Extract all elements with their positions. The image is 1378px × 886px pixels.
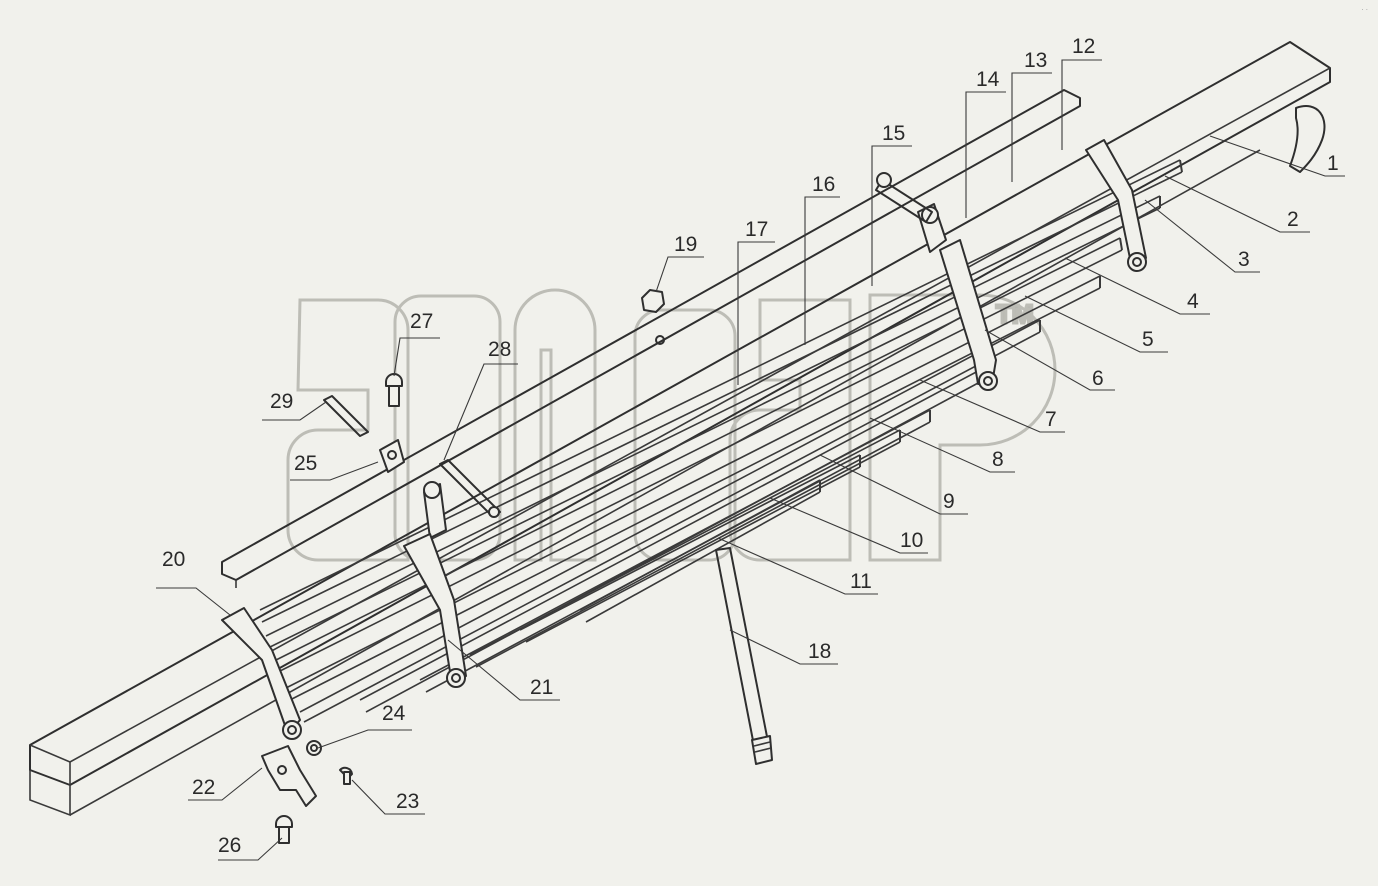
callout-22: 22 [192,776,215,799]
callout-2: 2 [1287,208,1299,231]
corner-mark: · · [1361,6,1368,14]
nut [641,289,665,345]
spring-eye-hook [1289,105,1326,173]
watermark-tm: TM [996,299,1034,329]
callout-3: 3 [1238,248,1250,271]
callout-5: 5 [1142,328,1154,351]
clip-22 [261,745,317,807]
clamp-bolt-right [875,172,933,223]
pin-28 [439,459,501,518]
rivet-26 [275,815,293,844]
callout-1: 1 [1327,152,1339,175]
helper-leaf [221,89,1081,581]
leader-lines [156,59,1345,861]
callout-24: 24 [382,702,406,725]
callout-15: 15 [882,122,905,145]
callout-21: 21 [530,676,553,699]
pin-29 [323,395,369,437]
callout-16: 16 [812,173,835,196]
callout-17: 17 [745,218,768,241]
callout-labels: 1 2 3 4 5 6 7 8 9 10 11 12 13 14 15 16 1… [162,35,1339,857]
callout-10: 10 [900,529,923,552]
bracket-25 [379,439,405,473]
callout-29: 29 [270,390,293,413]
clamp-mid-left [403,481,467,688]
bolt-23 [339,766,353,785]
callout-28: 28 [488,338,511,361]
callout-4: 4 [1187,290,1199,313]
callout-12: 12 [1072,35,1095,58]
callout-13: 13 [1024,49,1047,72]
callout-7: 7 [1045,408,1057,431]
callout-11: 11 [850,570,872,593]
nut-24 [306,740,322,756]
callout-8: 8 [992,448,1004,471]
leaf-stack [29,41,1331,817]
watermark: TM [286,288,1057,562]
callout-18: 18 [808,640,831,663]
rivet-27 [385,373,403,407]
main-leaf [29,41,1331,786]
center-bolt [715,547,773,765]
callout-6: 6 [1092,367,1104,390]
callout-27: 27 [410,310,433,333]
callout-9: 9 [943,490,955,513]
callout-14: 14 [976,68,1000,91]
callout-23: 23 [396,790,419,813]
callout-20: 20 [162,548,185,571]
callout-19: 19 [674,233,697,256]
callout-26: 26 [218,834,241,857]
callout-25: 25 [294,452,317,475]
clamp-right [1085,139,1147,272]
clamp-left [221,607,302,740]
leaf-tips [819,159,1183,492]
